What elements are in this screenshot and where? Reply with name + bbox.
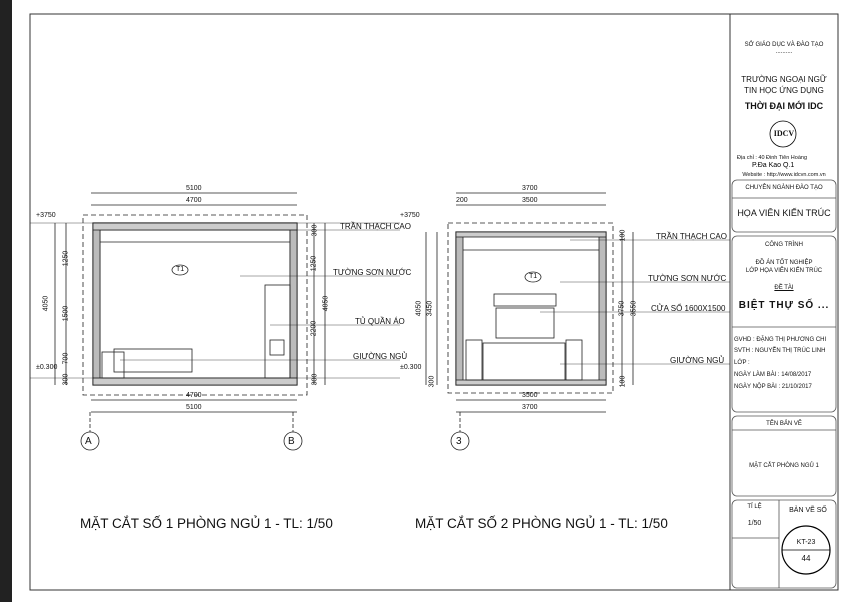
gvhd: GVHD : ĐẶNG THỊ PHƯƠNG CHI <box>734 337 827 343</box>
dim: 300 <box>311 373 319 386</box>
class: LỚP : <box>734 360 750 366</box>
dim: 300 <box>311 224 319 237</box>
dim: 4050 <box>415 300 423 317</box>
dim: 1250 <box>62 250 70 267</box>
callout: TRẦN THẠCH CAO <box>656 232 727 241</box>
dim: 700 <box>62 352 70 365</box>
level: ±0.300 <box>36 364 58 371</box>
label: BẢN VẼ SỐ <box>789 507 827 514</box>
school: TIN HỌC ỨNG DỤNG <box>744 86 824 95</box>
section-title: MẶT CẮT SỐ 1 PHÒNG NGỦ 1 - TL: 1/50 <box>80 516 333 531</box>
section-title: MẶT CẮT SỐ 2 PHÒNG NGỦ 1 - TL: 1/50 <box>415 516 668 531</box>
level: ±0.300 <box>400 364 422 371</box>
dim: 1250 <box>310 255 318 272</box>
grid-label: 3 <box>456 436 462 447</box>
callout: TỦ QUẦN ÁO <box>355 317 405 326</box>
website: Website : http://www.idcvn.com.vn <box>742 172 826 178</box>
project: LỚP HỌA VIÊN KIẾN TRÚC <box>745 268 823 274</box>
dim: 4050 <box>322 295 330 312</box>
dim: 3500 <box>522 392 538 399</box>
dim: 3550 <box>630 300 638 317</box>
label: ĐỀ TÀI <box>774 285 794 291</box>
dim: 300 <box>62 373 70 386</box>
topic: BIỆT THỰ SỐ ... <box>738 300 830 311</box>
grid-label: A <box>85 436 92 447</box>
level: +3750 <box>36 212 56 219</box>
grid-label: B <box>288 436 295 447</box>
dim: 200 <box>456 197 468 204</box>
dim: 4700 <box>186 392 202 399</box>
dots: .......... <box>775 49 793 55</box>
sheet-code: KT-23 <box>796 539 816 546</box>
callout: GIƯỜNG NGỦ <box>670 356 725 365</box>
school-name: THỜI ĐẠI MỚI IDC <box>744 101 824 111</box>
scale: 1/50 <box>747 520 762 527</box>
dim: 3700 <box>522 404 538 411</box>
dim: 100 <box>619 229 627 242</box>
room-tag: T1 <box>176 266 185 273</box>
dim: 3500 <box>522 197 538 204</box>
dim: 100 <box>619 375 627 388</box>
address: P.Đa Kao Q.1 <box>752 162 795 169</box>
dim: 1500 <box>62 305 70 322</box>
dim: 5100 <box>186 185 202 192</box>
start-date: NGÀY LÀM BÀI : 14/08/2017 <box>734 372 812 378</box>
callout: TƯỜNG SƠN NƯỚC <box>648 274 727 283</box>
due-date: NGÀY NỘP BÀI : 21/10/2017 <box>734 384 812 390</box>
dim: 3450 <box>426 300 434 317</box>
dept: SỞ GIÁO DỤC VÀ ĐÀO TẠO <box>744 42 824 48</box>
sheet-number: 44 <box>801 554 811 563</box>
callout: GIƯỜNG NGỦ <box>353 352 408 361</box>
dim: 4050 <box>42 295 50 312</box>
callout: CỬA SỔ 1600X1500 <box>651 304 726 313</box>
idc-logo: IDCV <box>773 129 795 138</box>
svth: SVTH : NGUYỄN THỊ TRÚC LINH <box>734 348 826 354</box>
section-2 <box>425 192 730 451</box>
label: TÊN BẢN VẼ <box>766 421 802 427</box>
callout: TƯỜNG SƠN NƯỚC <box>333 268 412 277</box>
dim: 3750 <box>618 300 626 317</box>
dim: 3700 <box>522 185 538 192</box>
callout: TRẦN THẠCH CAO <box>340 222 411 231</box>
drawing-name: MẶT CẮT PHÒNG NGỦ 1 <box>749 463 819 469</box>
address: Địa chỉ : 40 Đinh Tiên Hoàng <box>737 155 808 161</box>
section-1 <box>30 192 400 451</box>
dim: 4700 <box>186 197 202 204</box>
dim: 300 <box>428 375 436 388</box>
dim: 2200 <box>310 320 318 337</box>
project: ĐỒ ÁN TỐT NGHIỆP <box>755 260 813 266</box>
label: TỈ LỆ <box>747 504 762 510</box>
room-tag: T1 <box>529 273 538 280</box>
label: CHUYÊN NGÀNH ĐÀO TẠO <box>745 185 823 191</box>
level: +3750 <box>400 212 420 219</box>
dim: 5100 <box>186 404 202 411</box>
major: HỌA VIÊN KIẾN TRÚC <box>737 208 831 218</box>
school: TRƯỜNG NGOẠI NGỮ <box>741 75 827 84</box>
label: CÔNG TRÌNH <box>765 242 803 248</box>
